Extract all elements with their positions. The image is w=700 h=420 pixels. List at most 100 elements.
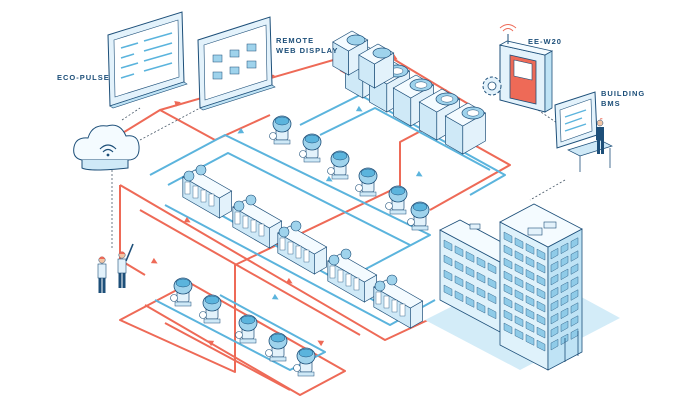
building-window bbox=[525, 269, 535, 281]
building-window bbox=[536, 300, 546, 313]
building-window bbox=[560, 294, 569, 307]
building-window bbox=[503, 270, 513, 283]
flow-arrow bbox=[150, 257, 158, 264]
building-window bbox=[536, 326, 546, 339]
chiller-unit bbox=[232, 194, 283, 249]
building-window bbox=[550, 286, 559, 299]
cooling-tower-unit bbox=[444, 102, 487, 155]
building-window bbox=[560, 307, 569, 320]
pump-unit bbox=[407, 201, 430, 231]
building-window bbox=[560, 268, 569, 281]
link-cloud-to-remote-display bbox=[139, 107, 201, 141]
flow-arrow bbox=[174, 100, 181, 107]
pump-unit bbox=[170, 277, 193, 307]
building-window bbox=[514, 328, 524, 341]
cooling-tower-unit bbox=[358, 43, 395, 89]
building-window bbox=[514, 302, 524, 315]
building-window bbox=[443, 269, 453, 282]
building-window bbox=[503, 257, 513, 270]
building-window bbox=[570, 237, 579, 249]
pump-group-lower bbox=[170, 277, 316, 377]
return-pipe-pump-header bbox=[149, 134, 431, 273]
building-window bbox=[487, 262, 497, 275]
technician-person-icon bbox=[117, 243, 134, 288]
building-window bbox=[550, 338, 559, 351]
flow-arrow bbox=[271, 293, 279, 300]
field-technicians bbox=[97, 243, 134, 293]
building-window bbox=[536, 287, 546, 300]
building-window bbox=[570, 276, 579, 288]
building-window bbox=[570, 315, 579, 327]
label-remote: REMOTE bbox=[276, 36, 314, 45]
building-window bbox=[570, 250, 579, 262]
building-window bbox=[536, 339, 546, 352]
chiller-unit bbox=[182, 164, 233, 219]
building-window bbox=[503, 309, 513, 322]
building-window bbox=[560, 281, 569, 294]
building-window bbox=[465, 281, 475, 293]
label-ee-w20: EE-W20 bbox=[528, 37, 562, 46]
building-window bbox=[525, 308, 535, 320]
remote-web-display-icon bbox=[197, 16, 276, 111]
building-window bbox=[525, 334, 535, 346]
building-window bbox=[503, 283, 513, 296]
office-building-icon bbox=[425, 203, 620, 371]
pump-unit bbox=[355, 167, 378, 197]
building-window bbox=[525, 295, 535, 307]
building-window bbox=[476, 301, 486, 314]
building-window bbox=[514, 289, 524, 302]
supply-pipe-chiller-header-2 bbox=[139, 209, 361, 336]
building-window bbox=[514, 250, 524, 263]
eco-pulse-monitor-icon bbox=[107, 11, 188, 109]
building-window bbox=[536, 261, 546, 274]
flow-arrow bbox=[355, 105, 363, 112]
pump-unit bbox=[327, 150, 350, 180]
link-cloud-to-eco-pulse bbox=[121, 107, 141, 121]
building-window bbox=[487, 292, 497, 305]
building-window bbox=[536, 313, 546, 326]
building-window bbox=[503, 231, 513, 244]
link-bms-to-building bbox=[529, 179, 566, 201]
pump-unit bbox=[299, 133, 322, 163]
building-window bbox=[514, 276, 524, 289]
label-bms: BMS bbox=[601, 99, 621, 108]
flow-arrow bbox=[183, 216, 191, 223]
wifi-cloud-icon bbox=[73, 124, 140, 171]
pump-unit bbox=[293, 347, 316, 377]
building-window bbox=[550, 312, 559, 325]
building-window bbox=[550, 325, 559, 338]
link-controller-to-bms bbox=[537, 109, 561, 126]
building-window bbox=[514, 263, 524, 276]
bms-workstation-icon bbox=[554, 91, 613, 172]
technician-person-icon bbox=[97, 256, 107, 293]
building-window bbox=[570, 289, 579, 301]
building-window bbox=[514, 237, 524, 250]
building-window bbox=[560, 320, 569, 333]
building-window bbox=[443, 254, 453, 267]
building-window bbox=[525, 243, 535, 255]
building-window bbox=[525, 282, 535, 294]
building-window bbox=[503, 322, 513, 335]
building-window bbox=[550, 260, 559, 273]
pump-unit bbox=[235, 314, 258, 344]
building-window bbox=[476, 286, 486, 299]
flow-arrows bbox=[150, 53, 450, 347]
building-window bbox=[454, 260, 464, 273]
building-window bbox=[487, 277, 497, 290]
flow-arrow bbox=[285, 277, 293, 284]
label-web-display: WEB DISPLAY bbox=[276, 46, 338, 55]
ee-w20-controller-icon bbox=[482, 24, 554, 113]
building-window bbox=[476, 271, 486, 284]
building-window bbox=[536, 274, 546, 287]
building-window bbox=[550, 247, 559, 260]
flow-arrow bbox=[207, 340, 215, 347]
flow-arrow bbox=[237, 127, 245, 134]
building-window bbox=[560, 333, 569, 346]
building-window bbox=[465, 251, 475, 263]
building-window bbox=[525, 256, 535, 268]
pump-group-upper bbox=[269, 115, 430, 231]
building-window bbox=[550, 273, 559, 286]
building-window bbox=[443, 284, 453, 297]
building-window bbox=[454, 245, 464, 258]
building-window bbox=[560, 242, 569, 255]
